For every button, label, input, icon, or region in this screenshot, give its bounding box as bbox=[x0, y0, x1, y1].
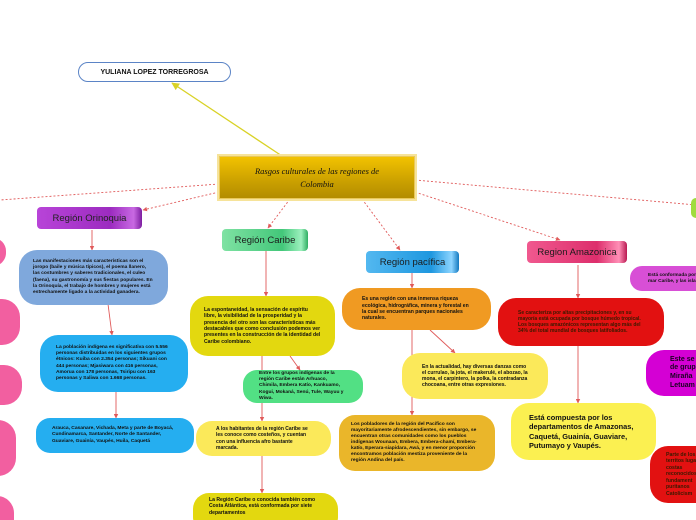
orinoquia-text-2: La población indígena es significativa c… bbox=[56, 345, 168, 381]
left-edge-blob[interactable] bbox=[0, 238, 6, 266]
region-pacifica-title: Región pacífica bbox=[379, 256, 446, 268]
central-topic-label: Rasgos culturales de las regiones de Col… bbox=[254, 165, 380, 189]
orinoquia-text-3: Arauca, Casanare, Vichada, Meta y parte … bbox=[52, 426, 174, 444]
caribe-habitantes[interactable]: A los habitantes de la región Caribe se … bbox=[196, 421, 331, 456]
region-orinoquia[interactable]: Región Orinoquia bbox=[37, 207, 142, 229]
caribe-text-1: La espontaneidad, la sensación de espíri… bbox=[204, 306, 321, 345]
insular-grupos[interactable]: Este se de grup Miraña Letuam bbox=[646, 350, 696, 396]
insular-text-1: Está conformada por el mar Caribe, y las… bbox=[648, 272, 696, 284]
region-caribe-title: Región Caribe bbox=[234, 234, 296, 246]
caribe-departamentos[interactable]: La Región Caribe o conocida también como… bbox=[193, 493, 338, 520]
caribe-identidad[interactable]: La espontaneidad, la sensación de espíri… bbox=[190, 296, 335, 356]
left-edge-blob[interactable] bbox=[0, 365, 22, 405]
region-insular-tab[interactable] bbox=[691, 198, 696, 218]
left-edge-blob[interactable] bbox=[0, 496, 14, 520]
central-topic[interactable]: Rasgos culturales de las regiones de Col… bbox=[219, 156, 415, 199]
pacifica-pobladores[interactable]: Los pobladores de la región del Pacífico… bbox=[339, 415, 495, 471]
pacifica-danzas[interactable]: En la actualidad, hay diversas danzas co… bbox=[402, 353, 548, 399]
region-caribe[interactable]: Región Caribe bbox=[222, 229, 308, 251]
caribe-text-2: Entre los grupos indígenas de la región … bbox=[259, 371, 344, 401]
orinoquia-manifestaciones[interactable]: Las manifestaciones más características … bbox=[19, 250, 168, 305]
insular-text-3: Parte de los territos lugares los costas… bbox=[666, 451, 696, 497]
orinoquia-departamentos[interactable]: Arauca, Casanare, Vichada, Meta y parte … bbox=[36, 418, 194, 453]
orinoquia-poblacion-indigena[interactable]: La población indígena es significativa c… bbox=[40, 335, 188, 392]
region-pacifica[interactable]: Región pacífica bbox=[366, 251, 459, 273]
region-amazonica-title: Region Amazonica bbox=[537, 246, 617, 258]
caribe-grupos-indigenas[interactable]: Entre los grupos indígenas de la región … bbox=[243, 370, 363, 403]
insular-conformacion[interactable]: Está conformada por el mar Caribe, y las… bbox=[630, 266, 696, 291]
amazonica-text-1: Se caracteriza por altas precipitaciones… bbox=[518, 309, 641, 335]
pacifica-text-3: Los pobladores de la región del Pacífico… bbox=[351, 421, 477, 464]
amazonica-clima[interactable]: Se caracteriza por altas precipitaciones… bbox=[498, 298, 664, 346]
amazonica-departamentos[interactable]: Está compuesta por los departamentos de … bbox=[511, 403, 656, 460]
pacifica-text-2: En la actualidad, hay diversas danzas co… bbox=[422, 363, 528, 389]
region-amazonica[interactable]: Region Amazonica bbox=[527, 241, 627, 263]
insular-text-2: Este se de grup Miraña Letuam bbox=[670, 355, 696, 389]
left-edge-blob[interactable] bbox=[0, 420, 16, 476]
author-label: YULIANA LOPEZ TORREGROSA bbox=[100, 68, 209, 76]
caribe-text-4: La Región Caribe o conocida también como… bbox=[209, 497, 316, 516]
pacifica-text-1: Es una región con una inmensa riqueza ec… bbox=[362, 296, 469, 322]
caribe-text-3: A los habitantes de la región Caribe se … bbox=[216, 426, 308, 451]
left-edge-blob[interactable] bbox=[0, 299, 20, 345]
amazonica-text-2: Está compuesta por los departamentos de … bbox=[529, 413, 634, 450]
author-name[interactable]: YULIANA LOPEZ TORREGROSA bbox=[78, 62, 231, 82]
region-orinoquia-title: Región Orinoquia bbox=[52, 212, 127, 224]
insular-territorio[interactable]: Parte de los territos lugares los costas… bbox=[650, 446, 696, 503]
orinoquia-text-1: Las manifestaciones más características … bbox=[33, 259, 153, 295]
pacifica-riqueza[interactable]: Es una región con una inmensa riqueza ec… bbox=[342, 288, 491, 330]
